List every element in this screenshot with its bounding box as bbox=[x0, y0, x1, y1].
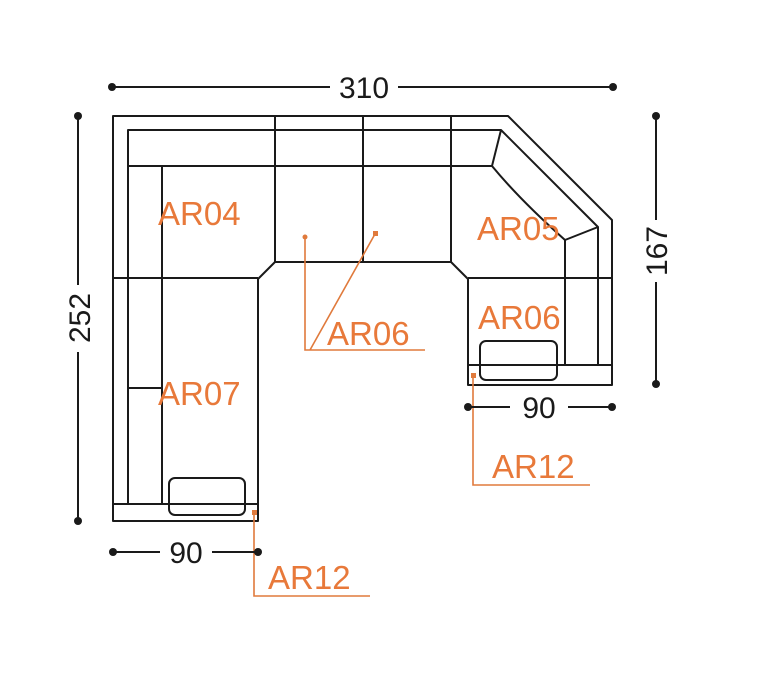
module-label-ar07: AR07 bbox=[158, 375, 241, 412]
dimension-left-depth: 252 bbox=[64, 293, 97, 343]
dimension-left-arm: 90 bbox=[169, 537, 202, 570]
module-label-ar04: AR04 bbox=[158, 195, 241, 232]
sofa-outline bbox=[112, 115, 613, 522]
dimension-width: 310 bbox=[339, 72, 389, 105]
dimension-right-arm: 90 bbox=[522, 392, 555, 425]
module-label-ar05: AR05 bbox=[477, 210, 560, 247]
left-pillow bbox=[168, 477, 246, 516]
right-pillow bbox=[479, 340, 558, 381]
module-label-ar12-right: AR12 bbox=[492, 448, 575, 485]
module-label-ar06-middle: AR06 bbox=[327, 315, 410, 352]
module-label-ar06-right: AR06 bbox=[478, 299, 561, 336]
module-label-ar12-left: AR12 bbox=[268, 559, 351, 596]
dimension-right-depth: 167 bbox=[641, 226, 674, 276]
leader-lines bbox=[252, 231, 590, 597]
dimension-lines bbox=[74, 83, 660, 556]
